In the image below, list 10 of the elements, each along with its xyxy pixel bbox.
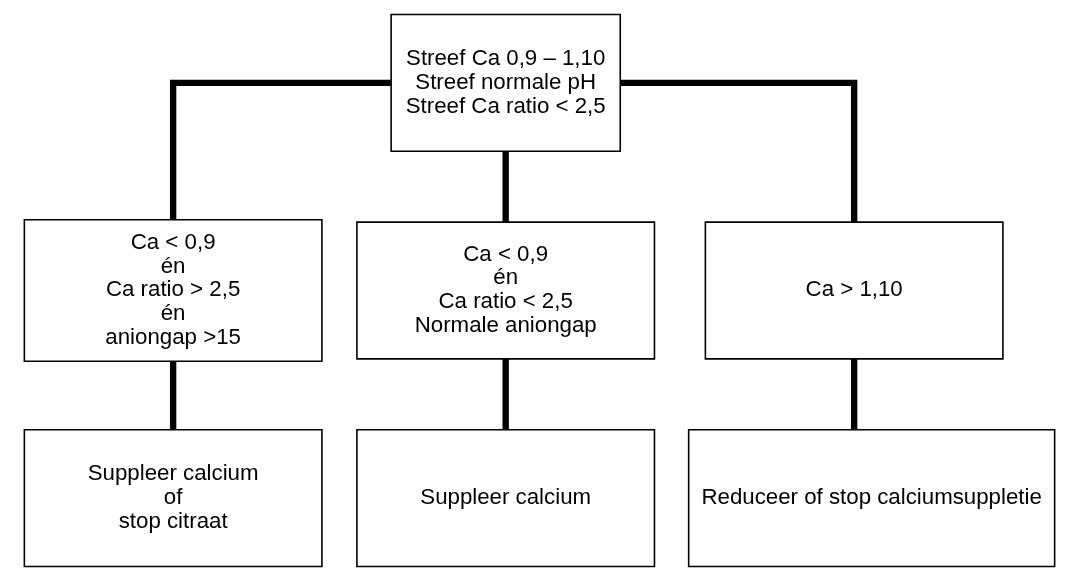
node-box: Ca > 1,10 (704, 221, 1004, 360)
connector (169, 79, 391, 220)
node-box: Ca < 0,9 én Ca ratio < 2,5 Normale aniongap (355, 221, 655, 360)
node-box: Suppleer calcium (355, 428, 655, 568)
node-box: Suppleer calcium of stop citraat (23, 428, 323, 568)
node-box: Ca < 0,9 én Ca ratio > 2,5 én aniongap >15 (23, 218, 323, 363)
connector (502, 151, 509, 222)
connector (169, 361, 176, 430)
node-box: Reduceer of stop calciumsuppletie (687, 428, 1055, 568)
node-box: Streef Ca 0,9 – 1,10 Streef normale pH Streef Ca ratio < 2,5 (389, 13, 621, 153)
